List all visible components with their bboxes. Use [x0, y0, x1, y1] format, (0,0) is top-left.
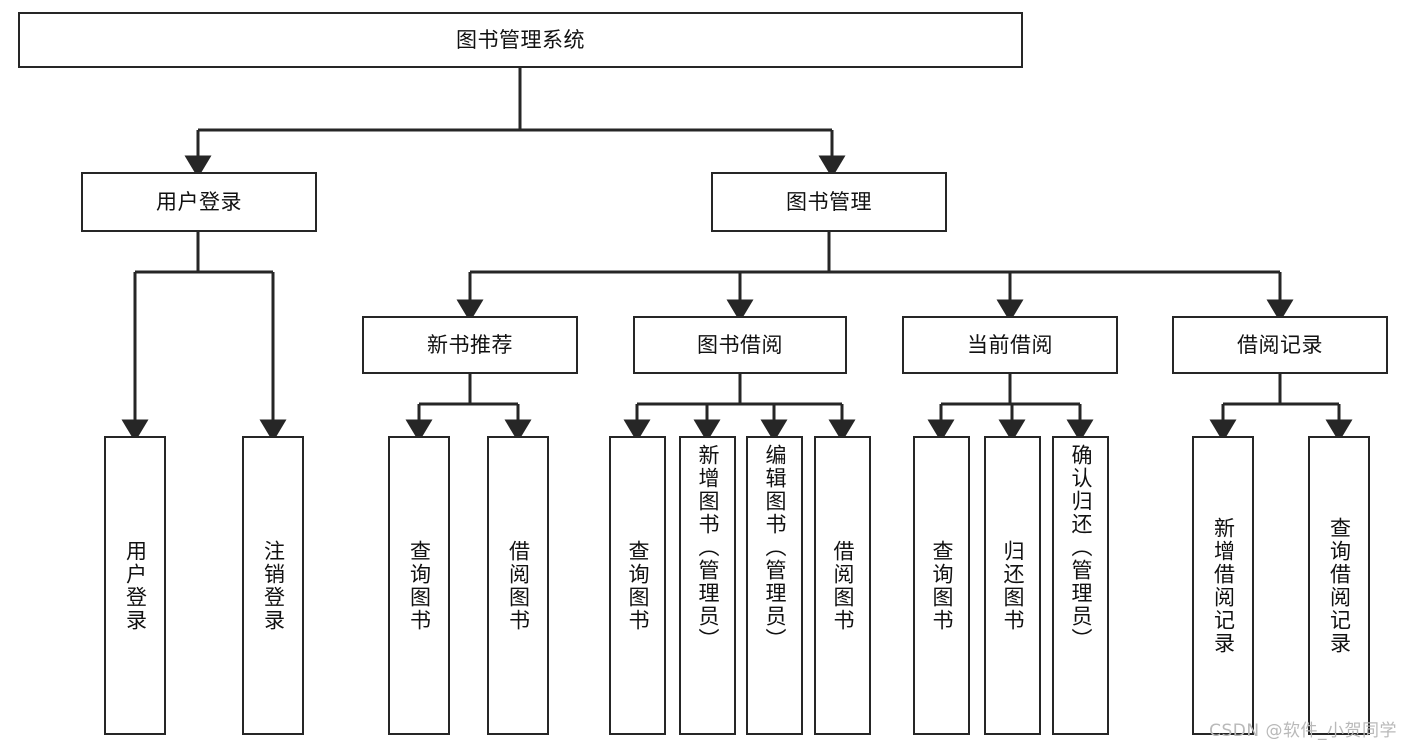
- node-borrow-records[interactable]: 借阅记录: [1172, 316, 1388, 374]
- node-leaf-query-book-current-label: 查询图书: [930, 539, 954, 632]
- node-current-borrow[interactable]: 当前借阅: [902, 316, 1118, 374]
- node-leaf-borrow-book-recommend[interactable]: 借阅图书: [487, 436, 549, 735]
- node-root-label: 图书管理系统: [456, 27, 585, 52]
- node-leaf-add-book[interactable]: 新增图书（管理员）: [679, 436, 736, 735]
- node-leaf-query-borrow-record-label: 查询借阅记录: [1327, 516, 1352, 655]
- node-book-borrow-label: 图书借阅: [697, 332, 783, 357]
- node-leaf-logout-label: 注销登录: [261, 539, 286, 632]
- node-root[interactable]: 图书管理系统: [18, 12, 1023, 68]
- node-leaf-query-borrow-record[interactable]: 查询借阅记录: [1308, 436, 1370, 735]
- node-leaf-add-borrow-record[interactable]: 新增借阅记录: [1192, 436, 1254, 735]
- node-leaf-logout[interactable]: 注销登录: [242, 436, 304, 735]
- node-leaf-add-borrow-record-label: 新增借阅记录: [1211, 516, 1236, 655]
- node-leaf-return-book-label: 归还图书: [1001, 539, 1025, 632]
- node-leaf-confirm-return-label: 确认归还（管理员）: [1069, 444, 1093, 651]
- node-leaf-query-book-recommend[interactable]: 查询图书: [388, 436, 450, 735]
- node-leaf-query-book-recommend-label: 查询图书: [407, 539, 432, 632]
- node-book-management-label: 图书管理: [786, 189, 872, 214]
- node-leaf-user-login[interactable]: 用户登录: [104, 436, 166, 735]
- node-leaf-lend-book-label: 借阅图书: [831, 539, 855, 632]
- node-leaf-edit-book[interactable]: 编辑图书（管理员）: [746, 436, 803, 735]
- node-leaf-lend-book[interactable]: 借阅图书: [814, 436, 871, 735]
- node-borrow-records-label: 借阅记录: [1237, 332, 1323, 357]
- node-leaf-borrow-book-recommend-label: 借阅图书: [506, 539, 531, 632]
- node-leaf-return-book[interactable]: 归还图书: [984, 436, 1041, 735]
- node-new-book-recommend[interactable]: 新书推荐: [362, 316, 578, 374]
- node-current-borrow-label: 当前借阅: [967, 332, 1053, 357]
- node-leaf-edit-book-label: 编辑图书（管理员）: [763, 444, 787, 651]
- node-user-login[interactable]: 用户登录: [81, 172, 317, 232]
- watermark: CSDN @软件_小贺同学: [1209, 721, 1397, 741]
- node-new-book-recommend-label: 新书推荐: [427, 332, 513, 357]
- node-leaf-query-book-current[interactable]: 查询图书: [913, 436, 970, 735]
- node-leaf-add-book-label: 新增图书（管理员）: [696, 444, 720, 651]
- node-leaf-user-login-label: 用户登录: [123, 539, 148, 632]
- node-user-login-label: 用户登录: [156, 189, 242, 214]
- node-leaf-confirm-return[interactable]: 确认归还（管理员）: [1052, 436, 1109, 735]
- node-book-management[interactable]: 图书管理: [711, 172, 947, 232]
- node-leaf-query-book[interactable]: 查询图书: [609, 436, 666, 735]
- node-book-borrow[interactable]: 图书借阅: [633, 316, 847, 374]
- node-leaf-query-book-label: 查询图书: [626, 539, 650, 632]
